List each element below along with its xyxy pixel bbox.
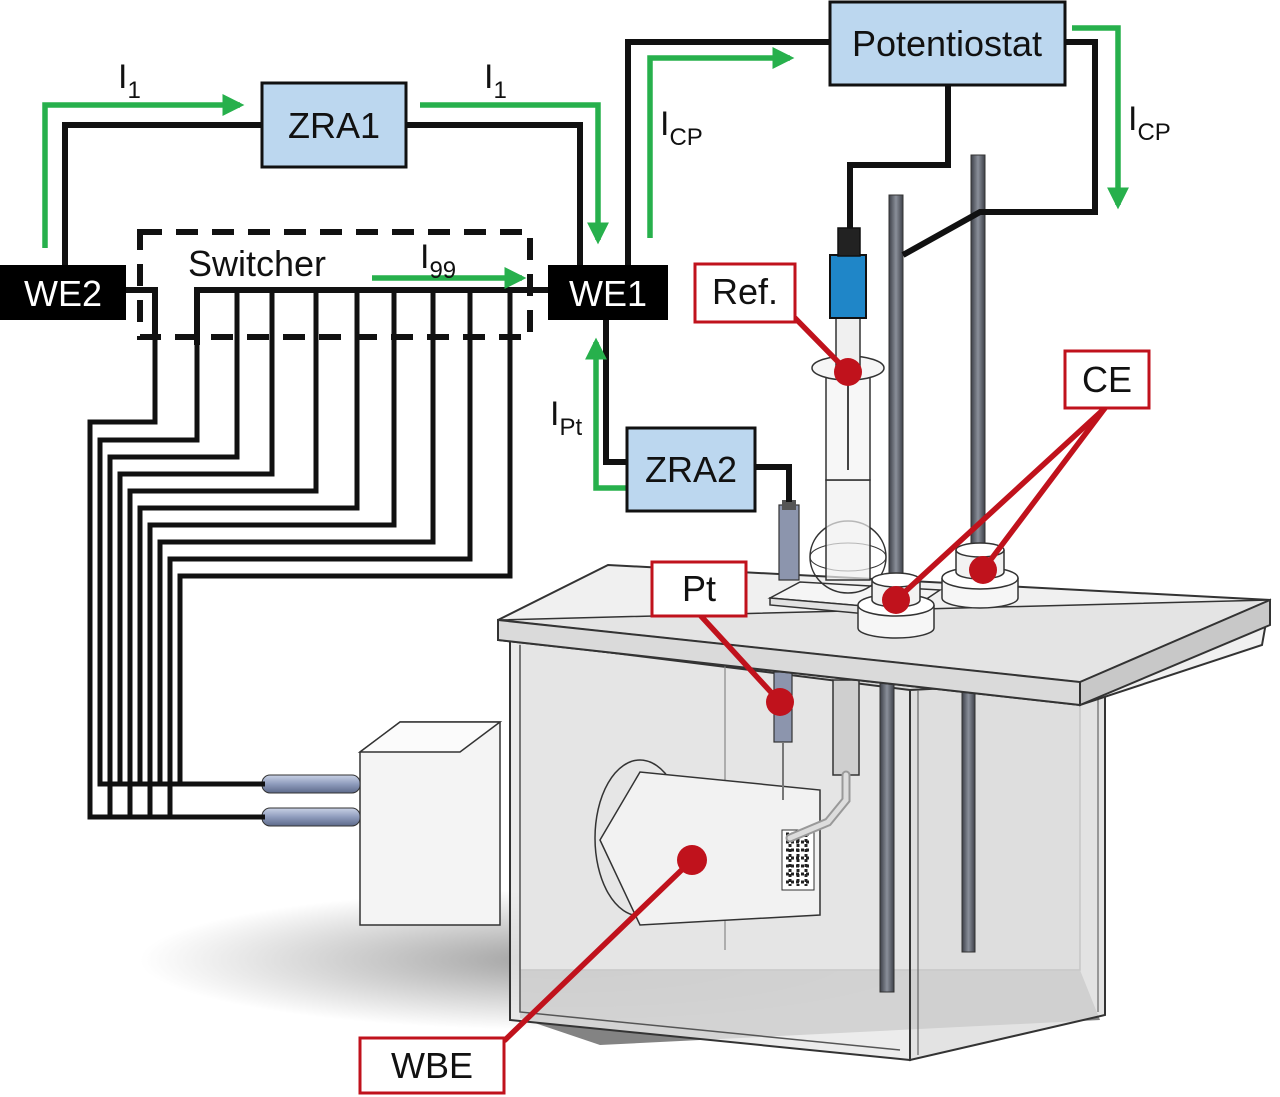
wire-potentiostat-ref [847,85,951,228]
wbe-holder [599,771,821,926]
callout-wbe-label: WBE [391,1045,473,1086]
potentiostat-label: Potentiostat [852,23,1042,64]
current-icp-left-label: ICP [660,105,703,151]
switcher-harness [87,290,513,820]
ref-electrode-cap [837,227,861,257]
zra2-label: ZRA2 [645,449,737,490]
callout-pt-label: Pt [682,568,716,609]
zra1-label: ZRA1 [288,105,380,146]
current-i99-label: I99 [420,238,456,284]
current-arrows [42,25,1129,491]
we2-label: WE2 [24,273,102,314]
arrow-ipt [585,337,626,491]
side-module-top [357,721,503,753]
current-i1-right-label: I1 [484,58,507,104]
callout-wbe-dot [677,845,707,875]
current-ipt-label: IPt [550,395,582,441]
cable-tube-lower [261,807,361,827]
callout-ce-label: CE [1082,359,1132,400]
harness-channel-we2 [87,335,265,820]
wire-we1-zra2 [603,320,627,465]
callout-ce-dot-1 [882,586,910,614]
wire-potentiostat-ce [901,39,1098,258]
current-icp-right-label: ICP [1128,100,1171,146]
harness-channel [107,290,265,820]
switcher-enclosure [137,229,533,340]
zra1-box: ZRA1 [260,81,408,169]
zra2-box: ZRA2 [625,426,757,513]
callout-ref-dot [834,358,862,386]
harness-channel [137,290,360,787]
arrow-i1-left [42,94,245,248]
we2-box: WE2 [0,265,126,320]
switcher-label: Switcher [188,243,326,284]
callout-pt-dot [766,688,794,716]
tank-right-wall [909,678,1106,1062]
potentiostat-box: Potentiostat [828,0,1067,87]
ref-electrode-body [829,254,867,319]
wire-zra2-pt [755,464,792,502]
ce-rod-1 [888,194,904,586]
wire-zra1-we1 [406,122,583,265]
arrow-icp-right [1072,25,1129,210]
callout-ce-dot-2 [969,556,997,584]
current-i1-left-label: I1 [118,58,141,104]
cable-tube-upper [261,774,361,794]
callout-ref-label: Ref. [712,271,778,312]
harness-channel [177,290,513,787]
callout-pt: Pt [650,560,794,716]
electrochemical-cell [140,154,1272,1062]
callout-wbe: WBE [358,845,707,1095]
callout-ref: Ref. [693,262,862,386]
reference-electrode [809,227,887,594]
wire-we2-switcher [126,287,158,335]
callout-ce: CE [882,349,1151,614]
wire-we2-zra1 [62,122,262,265]
arrow-icp-left [647,47,795,238]
wire-we1-potentiostat [625,39,830,265]
luggin-capillary [832,679,860,776]
we1-box: WE1 [548,265,668,320]
pt-probe-top [778,504,800,581]
we1-label: WE1 [569,273,647,314]
arrow-i1-right [420,102,609,245]
